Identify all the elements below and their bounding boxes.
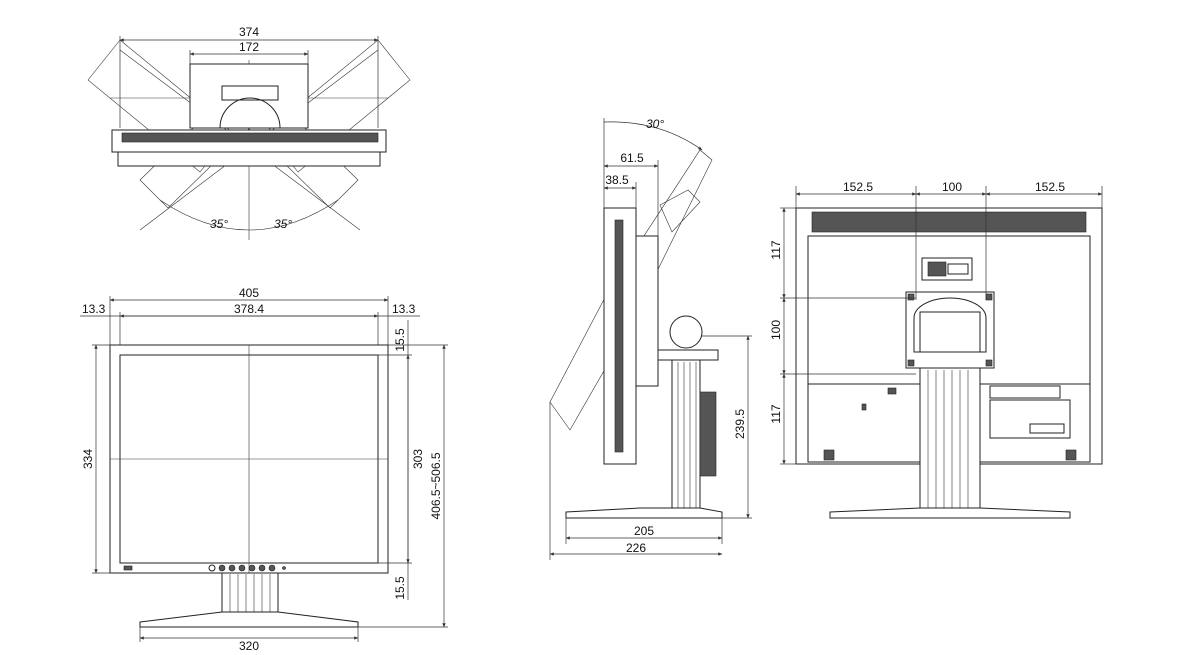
dim-label: 117 [769, 240, 783, 259]
dim-label: 13.3 [392, 302, 416, 316]
stand-hinge [669, 315, 703, 349]
vent-strip [121, 132, 379, 143]
label-plate [1029, 423, 1065, 434]
dim-label: 378.4 [234, 302, 264, 316]
top-view: 374 172 35° 35° [87, 25, 411, 240]
dim-label: 320 [239, 639, 259, 653]
stand-base [565, 507, 723, 519]
side-view: 30° 61.5 38.5 239.5 205 226 [549, 117, 752, 560]
stand-base-rear [829, 507, 1071, 519]
tilt-arc [603, 121, 703, 151]
vesa-hole-icon [985, 359, 993, 367]
control-button-icon [248, 564, 256, 572]
dim-label: 100 [769, 320, 783, 340]
dim-label: 61.5 [620, 151, 644, 165]
stand-neck [219, 97, 281, 129]
stand-top-plate [657, 349, 719, 361]
monitor-base-edge [117, 151, 381, 167]
stand-hinge-rear [913, 297, 987, 353]
control-button-icon [258, 564, 266, 572]
dim-label: 205 [634, 524, 654, 538]
dim-label: 117 [769, 404, 783, 423]
lock-icon [861, 403, 867, 411]
control-button-icon [228, 564, 236, 572]
dim-label: 239.5 [733, 409, 747, 439]
stand-column-rear [919, 367, 981, 515]
vesa-hole-icon [907, 359, 915, 367]
vent-strip [811, 211, 1087, 233]
power-led-icon [282, 566, 286, 570]
control-button-icon [208, 564, 216, 572]
dim-label: 38.5 [605, 173, 629, 187]
tilt-ghost-detail [659, 189, 701, 233]
dim-label: 172 [239, 40, 259, 54]
stand-spring [699, 391, 717, 477]
stand-base [139, 611, 359, 628]
foot-icon [1065, 449, 1077, 461]
rear-view: 152.5 100 152.5 117 100 117 [769, 180, 1103, 519]
dim-label: 152.5 [843, 180, 873, 194]
dim-label: 405 [239, 286, 259, 300]
vesa-hole-icon [907, 293, 915, 301]
dim-label: 334 [81, 449, 95, 469]
swivel-arc [159, 199, 339, 231]
vesa-hole-icon [985, 293, 993, 301]
logo-icon [123, 565, 133, 571]
dim-label: 374 [239, 25, 259, 39]
control-button-icon [218, 564, 226, 572]
stand-hinge [221, 85, 279, 101]
stand-hinge-detail [919, 311, 981, 353]
angle-label: 35° [274, 217, 292, 231]
panel-rear-ribs [614, 219, 624, 453]
dim-label: 303 [411, 449, 425, 469]
dim-label: 15.5 [393, 576, 407, 600]
dim-label: 15.5 [393, 328, 407, 352]
io-port-strip [989, 385, 1061, 399]
dim-label: 406.5~506.5 [429, 452, 443, 519]
angle-label: 30° [646, 117, 664, 131]
io-cover [989, 399, 1071, 439]
control-button-icon [238, 564, 246, 572]
dim-label: 226 [626, 541, 646, 555]
panel-rear-cover [635, 235, 659, 387]
control-button-icon [268, 564, 276, 572]
foot-icon [823, 449, 835, 461]
dim-label: 13.3 [82, 302, 106, 316]
logo-icon [927, 261, 947, 277]
angle-label: 35° [210, 217, 228, 231]
front-view: 405 378.4 13.3 13.3 334 [80, 286, 448, 653]
stand-neck [221, 572, 279, 616]
stand-top [189, 63, 309, 129]
dim-label: 152.5 [1035, 180, 1065, 194]
dim-label: 100 [942, 180, 962, 194]
power-port-icon [887, 387, 897, 395]
logo-text [947, 263, 969, 275]
